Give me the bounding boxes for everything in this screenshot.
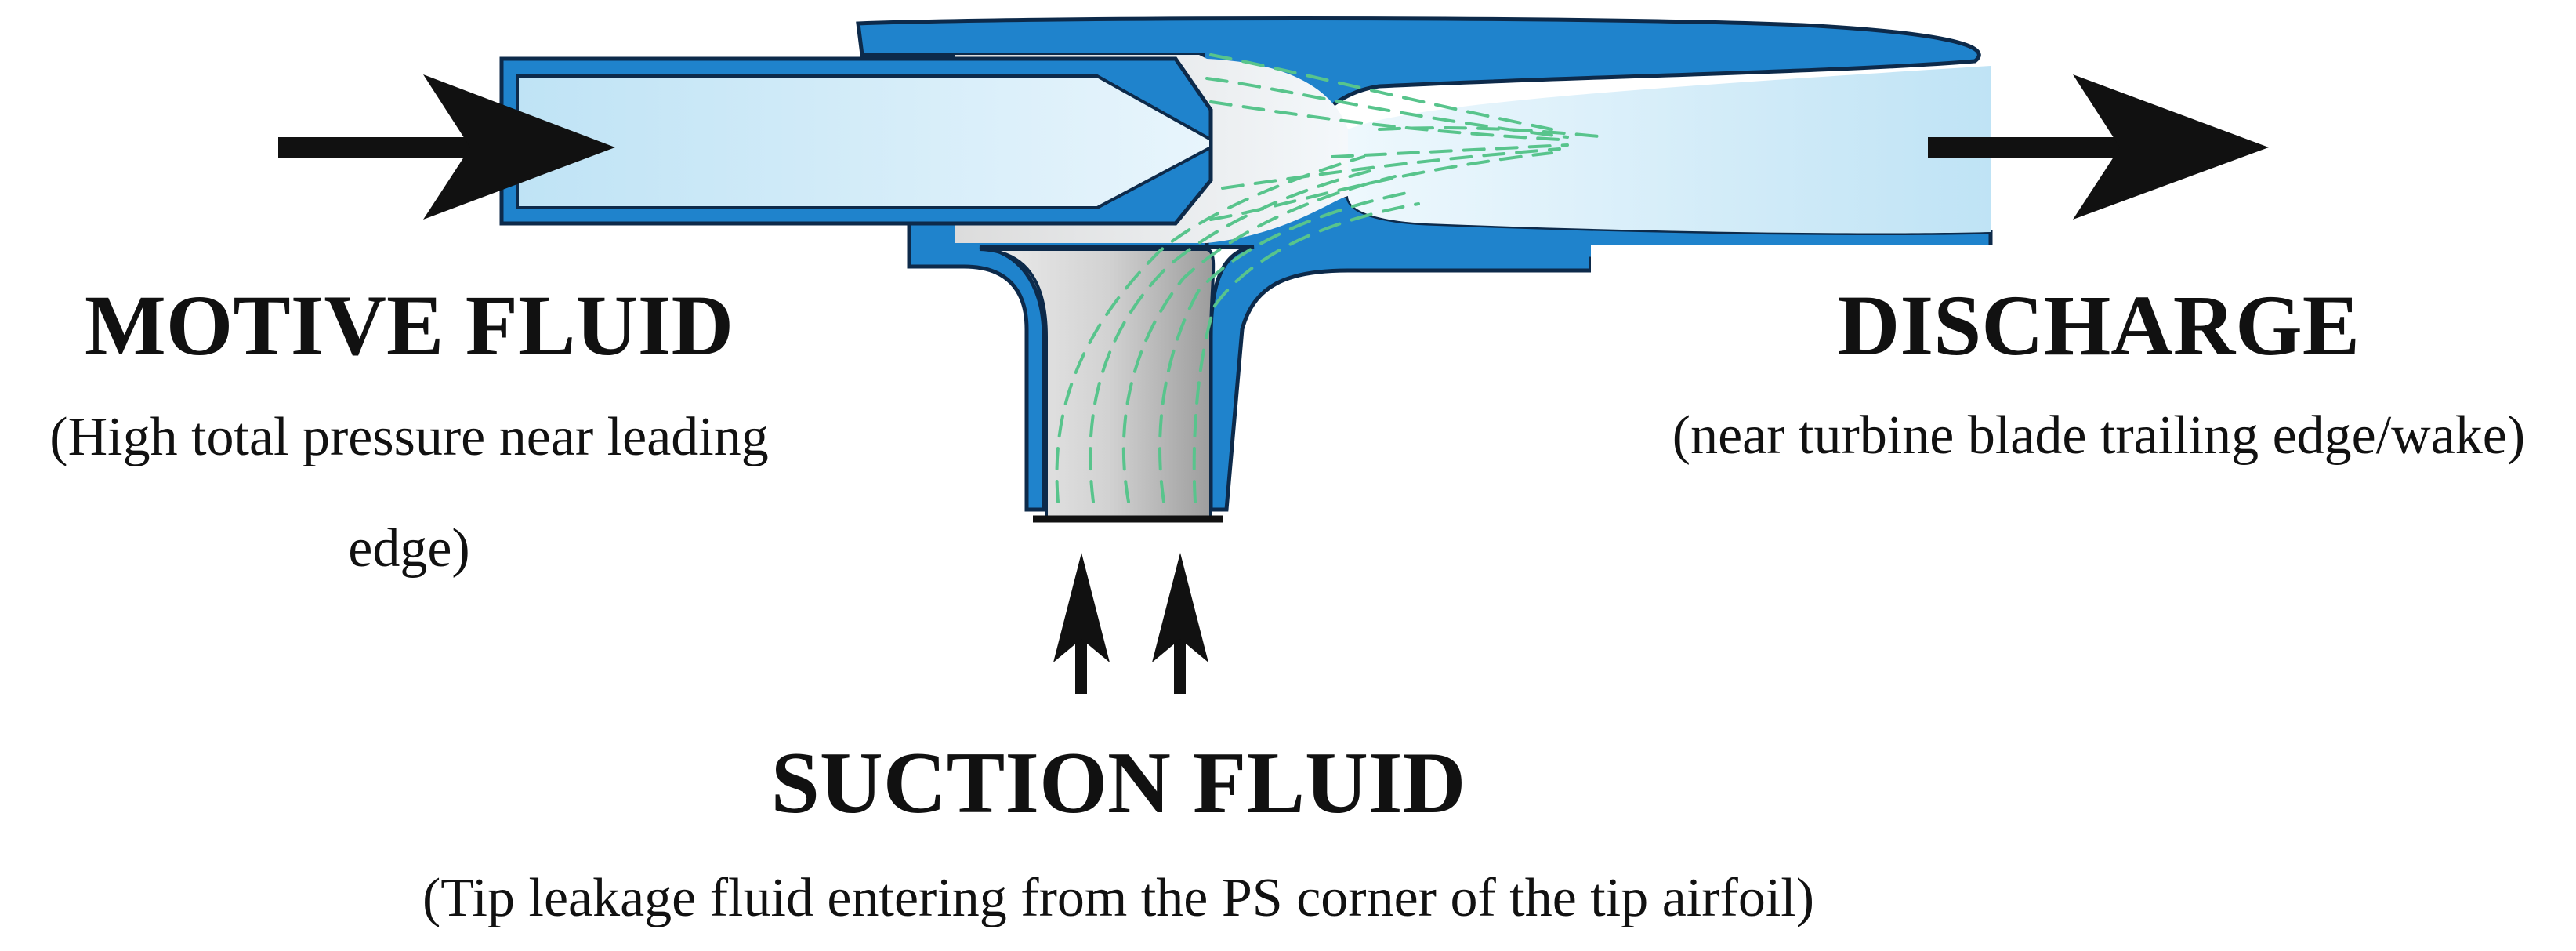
discharge-title: DISCHARGE — [1838, 278, 2360, 373]
streamline — [1221, 147, 1561, 190]
suction-fluid-title: SUCTION FLUID — [771, 735, 1466, 832]
suction-arrow-left — [1053, 553, 1110, 694]
streamline — [1158, 191, 1412, 503]
nozzle-inner-fluid — [516, 74, 1212, 209]
motive-fluid-subtitle-line2: edge) — [348, 518, 469, 579]
streamline — [1055, 155, 1365, 503]
motive-fluid-subtitle-line1: (High total pressure near leading — [49, 407, 768, 467]
streamline — [1209, 100, 1561, 141]
discharge-subtitle: (near turbine blade trailing edge/wake) — [1672, 405, 2525, 466]
upper-wall — [856, 16, 1981, 140]
discharge-arrow — [1928, 74, 2269, 220]
motive-nozzle — [499, 56, 1213, 226]
suction-arrow-right — [1152, 553, 1208, 694]
discharge-outlet-gap — [1591, 245, 1998, 276]
flow-streamlines — [1055, 53, 1608, 503]
streamline — [1209, 151, 1553, 221]
motive-arrow — [278, 74, 615, 220]
streamline — [1331, 143, 1569, 158]
streamline — [1205, 77, 1569, 139]
streamline — [1121, 175, 1397, 503]
streamline — [1192, 202, 1420, 503]
suction-channel — [979, 248, 1216, 519]
streamline — [1378, 126, 1608, 139]
streamline — [1209, 53, 1553, 131]
motive-fluid-title: MOTIVE FLUID — [85, 278, 734, 373]
suction-fluid-subtitle: (Tip leakage fluid entering from the PS … — [422, 868, 1814, 928]
streamline — [1089, 167, 1381, 503]
discharge-fluid — [1348, 66, 1991, 234]
